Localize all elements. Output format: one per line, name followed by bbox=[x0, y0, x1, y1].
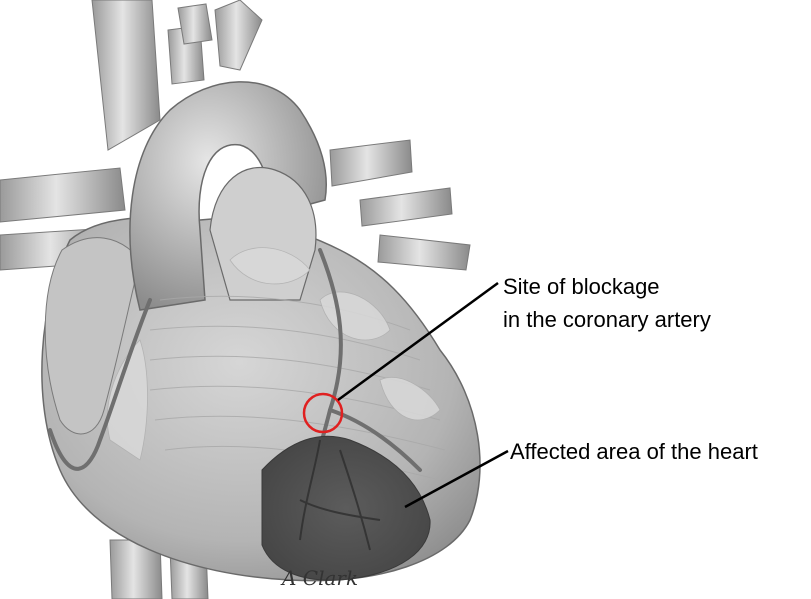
blockage-label-line2: in the coronary artery bbox=[503, 307, 711, 333]
artist-signature: A Clark bbox=[282, 566, 358, 590]
affected-area-label: Affected area of the heart bbox=[510, 439, 758, 465]
blockage-label-line1: Site of blockage bbox=[503, 274, 660, 300]
